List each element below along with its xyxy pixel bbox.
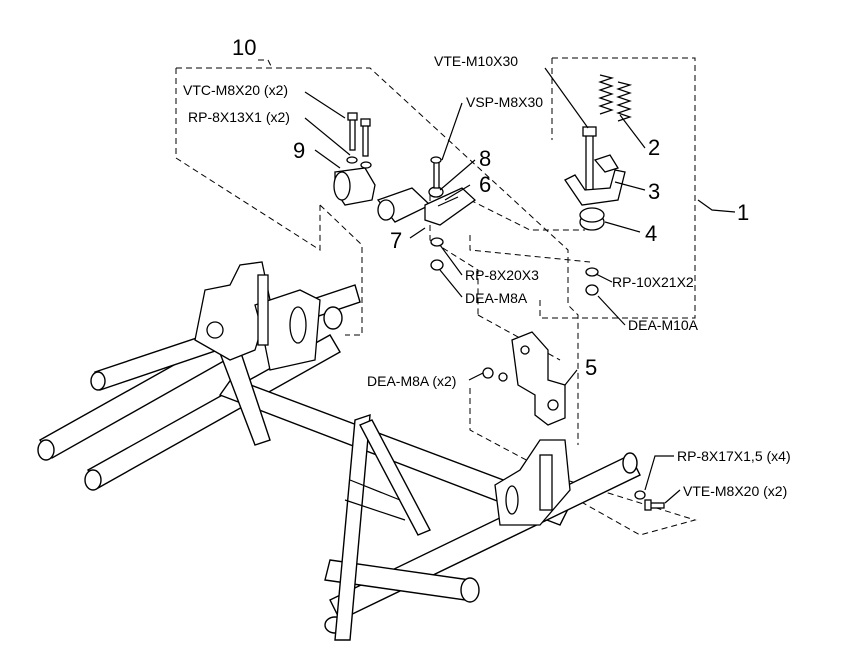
tube-end [37,439,55,461]
front-bracket-rib [539,454,553,511]
part-9-clamp [333,112,376,206]
group-1-parts [564,74,633,296]
label-vte-m10x30: VTE-M10X30 [434,53,518,69]
tube-end [460,577,480,603]
leader-lines [304,67,736,504]
callout-numbers: 10 9 8 6 7 2 3 4 1 5 [232,35,749,380]
part-3-bracket [564,169,626,206]
chassis-frame [37,261,641,641]
callout-5: 5 [585,355,597,380]
bolt-vtc-m8x20 [349,117,356,151]
label-rp-10x21x2: RP-10X21X2 [612,274,694,290]
bracket-hole [206,321,224,339]
callout-3: 3 [648,179,660,204]
parts-6-7-8 [376,156,477,271]
tube-end [84,469,102,491]
callout-6: 6 [479,172,491,197]
bracket-rib [257,274,269,346]
tube-end [90,371,106,391]
washer-rp-8x17x1-5 [634,490,646,500]
label-vsp-m8x30: VSP-M8X30 [466,94,543,110]
front-bracket-slot [505,485,519,515]
washer-rp-10x21x2 [585,267,599,277]
callout-1: 1 [737,200,749,225]
callout-8: 8 [479,146,491,171]
part-2-spring [616,81,633,122]
label-dea-m8a-x2: DEA-M8A (x2) [367,373,456,389]
callout-7: 7 [390,228,402,253]
label-rp-8x13x1: RP-8X13X1 (x2) [188,109,290,125]
assembly-1-boundary [469,57,696,319]
bolt-vsp-m8x30 [433,159,440,189]
label-rp-8x20x3: RP-8X20X3 [465,267,539,283]
callout-4: 4 [645,221,657,246]
label-dea-m10a: DEA-M10A [628,317,699,333]
tube-end [622,452,638,474]
washer-rp-8x13x1 [346,156,358,164]
label-dea-m8a: DEA-M8A [465,290,528,306]
front-bolts [634,490,665,511]
nut-dea-m8a [482,367,494,379]
bracket-slot [289,306,307,344]
callout-2: 2 [648,135,660,160]
part-labels: VTE-M10X30 VTC-M8X20 (x2) VSP-M8X30 RP-8… [183,53,791,499]
washer-rp-8x20x3 [430,237,444,247]
part-5-bracket [482,331,566,426]
tube-end [323,306,343,330]
nut-dea-m10a [585,284,599,296]
callout-9: 9 [293,138,305,163]
part-2-spring [598,74,615,115]
nut-dea-m8a [430,259,444,271]
washer-rp-8x13x1 [360,161,372,169]
washer [498,372,508,382]
part-6-link [424,187,477,226]
bolt-vtc-m8x20 [362,123,369,157]
bolt-vte-m10x30 [585,134,594,191]
label-vtc-m8x20: VTC-M8X20 (x2) [183,82,288,98]
callout-10: 10 [232,35,256,60]
label-vte-m8x20: VTE-M8X20 (x2) [683,483,787,499]
label-rp-8x17x1-5: RP-8X17X1,5 (x4) [677,448,791,464]
